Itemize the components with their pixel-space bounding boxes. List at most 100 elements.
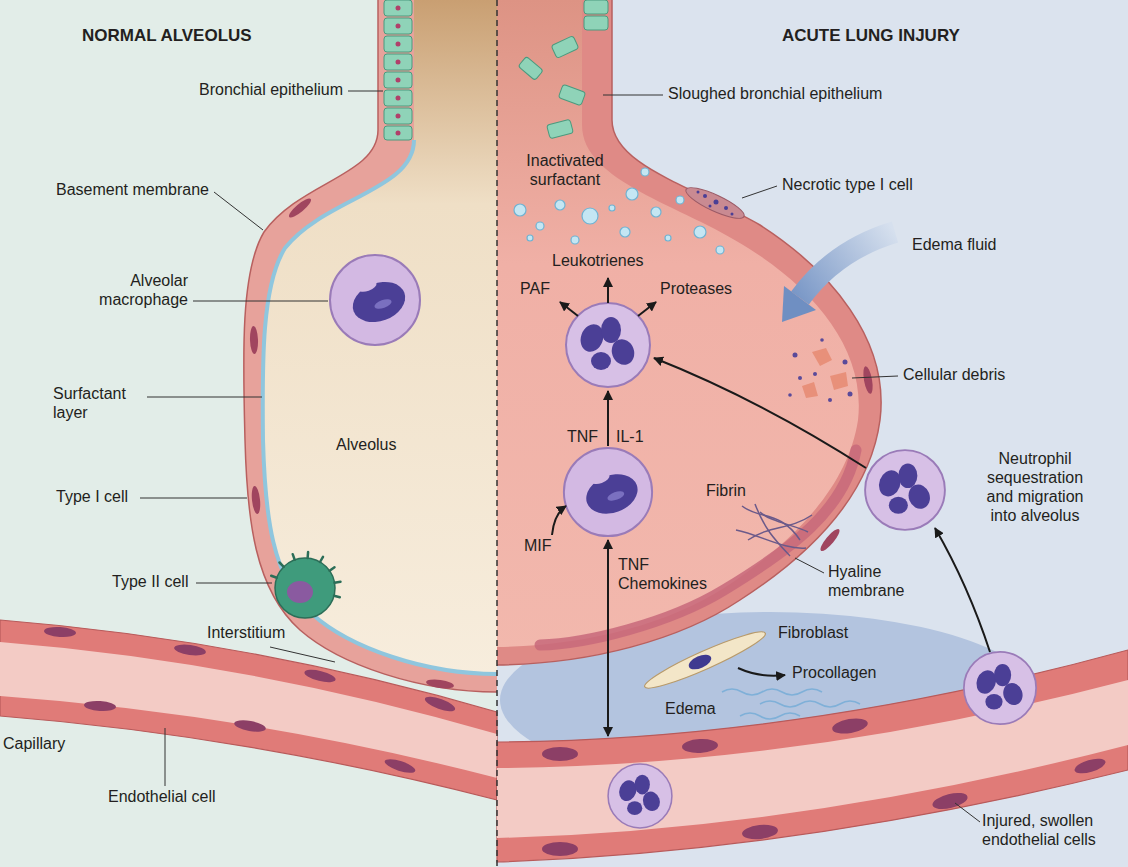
mediator-arrows [552, 506, 566, 535]
part-label: Hyaline membrane [828, 563, 938, 601]
necrotic-type-i-cell [731, 213, 734, 216]
part-label: Fibrin [706, 482, 746, 501]
mediator-arrows [552, 278, 990, 736]
leader-lines [742, 186, 777, 198]
part-label: Interstitium [207, 624, 285, 643]
inactivated-surfactant [527, 235, 533, 241]
capillary-injured [542, 842, 578, 856]
sloughed-epithelium [518, 56, 543, 80]
alveolus-injured [497, 0, 881, 665]
sloughed-epithelium [551, 36, 579, 59]
edema-fluid-arrow [782, 286, 816, 322]
bronchial-epithelium-cells [384, 36, 412, 52]
epithelium-nuclei [396, 6, 401, 11]
necrotic-type-i-cell [683, 182, 748, 224]
background [497, 0, 1128, 867]
cellular-debris [788, 393, 792, 397]
cellular-debris [798, 376, 802, 380]
leader-lines [214, 192, 263, 230]
alveolar-macrophage-normal [330, 255, 420, 345]
necrotic-type-i-cell [709, 205, 712, 208]
mediator-arrows [638, 302, 656, 316]
capillary-normal [0, 642, 497, 778]
part-label: Type I cell [56, 488, 128, 507]
capillary-injured [497, 650, 1128, 862]
part-label: Edema fluid [912, 236, 997, 255]
fibroblast [641, 625, 769, 695]
necrotic-type-i-cell [703, 194, 707, 198]
part-label: TNF [567, 428, 598, 447]
leader-lines [270, 647, 335, 662]
leader-lines [147, 397, 262, 398]
epithelium-nuclei [396, 6, 401, 136]
procollagen [722, 689, 860, 719]
inflammatory-cells [964, 652, 1036, 724]
part-label: Type II cell [112, 573, 188, 592]
part-label: PAF [520, 280, 550, 299]
capillary-normal [84, 700, 117, 712]
type-ii-cell [271, 552, 340, 597]
inactivated-surfactant [555, 200, 565, 210]
inflammatory-cells [564, 448, 652, 536]
capillary-normal [0, 620, 497, 800]
necrotic-type-i-cell [724, 206, 728, 210]
necrotic-type-i-cell [714, 200, 719, 205]
panel-heading: ACUTE LUNG INJURY [782, 26, 960, 46]
part-label: Bronchial epithelium [199, 81, 343, 100]
part-label: Alveolus [336, 436, 396, 455]
alveolus-normal [244, 0, 497, 692]
mediator-arrows [935, 528, 990, 652]
part-label: IL-1 [616, 428, 644, 447]
capillary-normal [233, 718, 266, 733]
inactivated-surfactant [676, 196, 684, 204]
part-label: Leukotrienes [552, 252, 644, 271]
part-label: Capillary [3, 735, 65, 754]
part-label: Inactivated surfactant [509, 152, 621, 190]
capillary-injured [542, 716, 1107, 856]
procollagen [760, 701, 860, 707]
leader-lines [348, 91, 383, 92]
necrotic-type-i-cell [683, 182, 748, 224]
inactivated-surfactant [620, 227, 630, 237]
mediator-arrows [607, 278, 609, 303]
alveolus-normal [287, 196, 314, 220]
edema-fluid-arrow [782, 232, 895, 322]
inactivated-surfactant [626, 188, 638, 200]
capillary-normal [383, 756, 417, 775]
capillary-normal [0, 620, 497, 800]
part-label: Basement membrane [56, 181, 209, 200]
inflammatory-cells [564, 303, 1036, 828]
leader-lines [196, 583, 272, 584]
cellular-debris [820, 338, 824, 342]
alveolus-normal [250, 326, 259, 354]
alveolus-normal [251, 486, 262, 515]
epithelium-nuclei [396, 96, 401, 101]
sloughed-epithelium [558, 84, 585, 105]
alveolus-injured [862, 366, 875, 395]
type-ii-cell [271, 552, 340, 618]
fibrin [736, 530, 806, 548]
alveolus-normal [244, 0, 497, 692]
leader-lines [603, 95, 663, 96]
alveolus-injured [497, 0, 881, 665]
alveolus-injured [818, 527, 842, 554]
inactivated-surfactant [571, 236, 579, 244]
leader-lines [165, 728, 166, 786]
leader-lines [955, 803, 980, 822]
part-label: Cellular debris [903, 366, 1005, 385]
alveolus-normal [263, 0, 497, 674]
leader-lines [140, 91, 980, 822]
alveolus-normal [244, 0, 497, 692]
inactivated-surfactant [536, 222, 544, 230]
epithelium-nuclei [396, 131, 401, 136]
fibroblast [641, 625, 769, 695]
capillary-normal [303, 667, 336, 684]
inactivated-surfactant [665, 235, 671, 241]
mediator-arrows [738, 668, 785, 676]
part-label: Fibroblast [778, 624, 848, 643]
mediator-arrows [654, 358, 866, 468]
leader-lines [795, 558, 824, 573]
part-label: MIF [524, 537, 552, 556]
